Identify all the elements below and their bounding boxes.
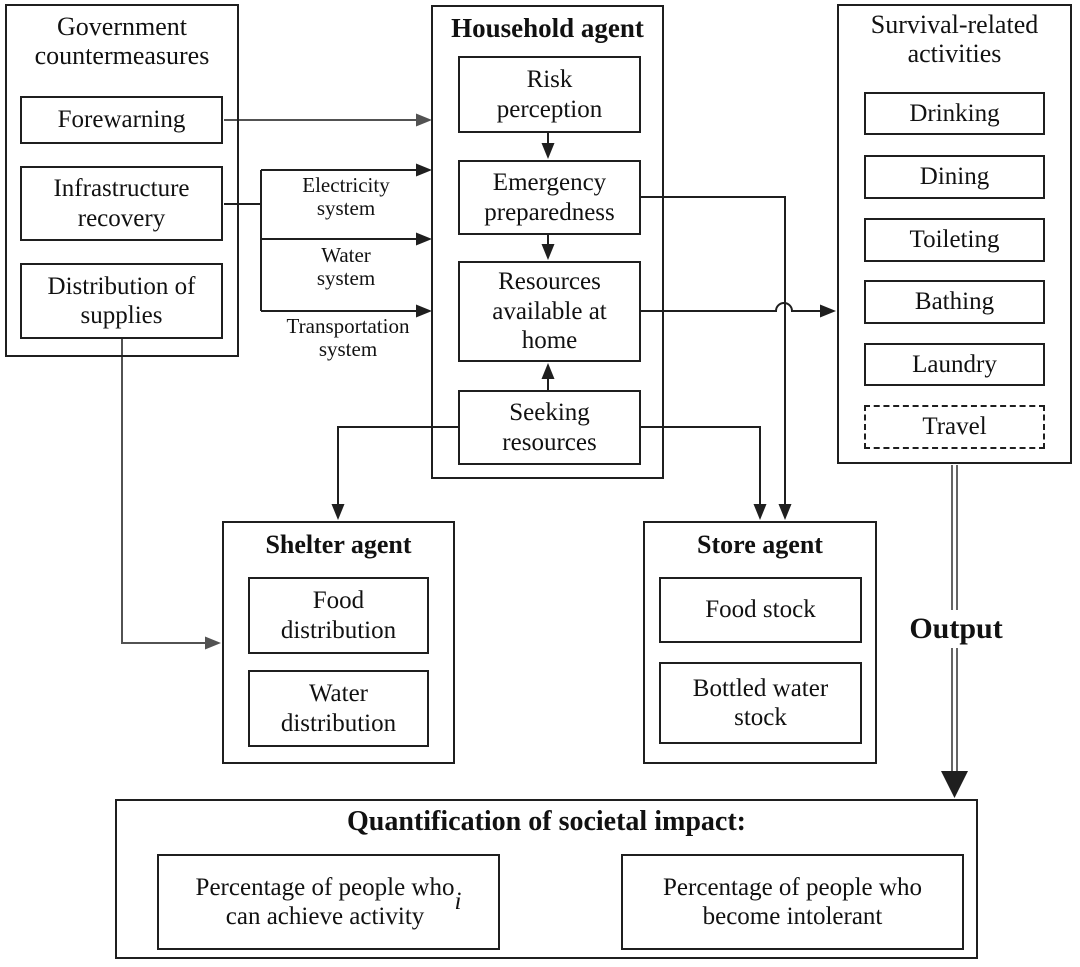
seeking-resources-box: Seeking resources bbox=[458, 390, 641, 465]
dining-box: Dining bbox=[864, 155, 1045, 199]
food-stock-box: Food stock bbox=[659, 577, 862, 643]
household-agent-title: Household agent bbox=[451, 13, 644, 43]
arrow-emergency-to-resources bbox=[541, 235, 555, 260]
arrow-seeking-to-shelter bbox=[331, 426, 458, 520]
percentage-achieve-activity-box: Percentage of people who can achieve act… bbox=[157, 854, 500, 950]
electricity-system-label: Electricity system bbox=[302, 173, 390, 220]
forewarning-box: Forewarning bbox=[20, 96, 223, 144]
store-agent-box bbox=[643, 521, 877, 764]
store-agent-title: Store agent bbox=[697, 530, 823, 559]
arrow-transportation-system bbox=[261, 304, 432, 318]
bottled-water-stock-box: Bottled water stock bbox=[659, 662, 862, 744]
arrow-risk-to-emergency bbox=[541, 133, 555, 159]
activity-index-variable: i bbox=[454, 888, 462, 916]
water-system-label: Water system bbox=[316, 243, 376, 290]
bathing-box: Bathing bbox=[864, 280, 1045, 324]
government-countermeasures-title: Government countermeasures bbox=[34, 12, 210, 71]
toileting-box: Toileting bbox=[864, 218, 1045, 262]
arrow-resources-to-survival bbox=[641, 302, 836, 318]
arrow-electricity-system bbox=[261, 163, 432, 177]
travel-box: Travel bbox=[864, 405, 1045, 449]
arrow-seeking-to-store bbox=[641, 426, 767, 520]
survival-related-activities-box bbox=[837, 4, 1072, 464]
percentage-achieve-activity-text: Percentage of people who can achieve act… bbox=[195, 873, 455, 931]
resources-available-at-home-box: Resources available at home bbox=[458, 261, 641, 362]
water-distribution-box: Water distribution bbox=[248, 670, 429, 747]
quantification-title: Quantification of societal impact: bbox=[347, 806, 746, 837]
percentage-intolerant-box: Percentage of people who become intolera… bbox=[621, 854, 964, 950]
government-countermeasures-box bbox=[5, 4, 239, 357]
arrow-seeking-to-resources bbox=[541, 363, 555, 390]
distribution-of-supplies-box: Distribution of supplies bbox=[20, 263, 223, 339]
emergency-preparedness-box: Emergency preparedness bbox=[458, 160, 641, 235]
arrow-forewarning-to-household bbox=[224, 113, 432, 127]
arrow-supplies-to-shelter bbox=[121, 339, 221, 650]
transportation-system-label: Transportation system bbox=[286, 314, 410, 361]
laundry-box: Laundry bbox=[864, 343, 1045, 386]
arrow-water-system bbox=[261, 232, 432, 246]
food-distribution-box: Food distribution bbox=[248, 577, 429, 654]
quantification-box bbox=[115, 799, 978, 959]
shelter-agent-box bbox=[222, 521, 455, 764]
household-agent-box bbox=[431, 5, 664, 479]
infrastructure-bracket bbox=[224, 170, 262, 311]
arrow-emergency-to-store bbox=[640, 196, 792, 520]
risk-perception-box: Risk perception bbox=[458, 56, 641, 133]
infrastructure-recovery-box: Infrastructure recovery bbox=[20, 166, 223, 241]
shelter-agent-title: Shelter agent bbox=[265, 530, 412, 559]
output-label: Output bbox=[894, 610, 1018, 648]
drinking-box: Drinking bbox=[864, 92, 1045, 135]
survival-related-activities-title: Survival-related activities bbox=[870, 10, 1039, 69]
